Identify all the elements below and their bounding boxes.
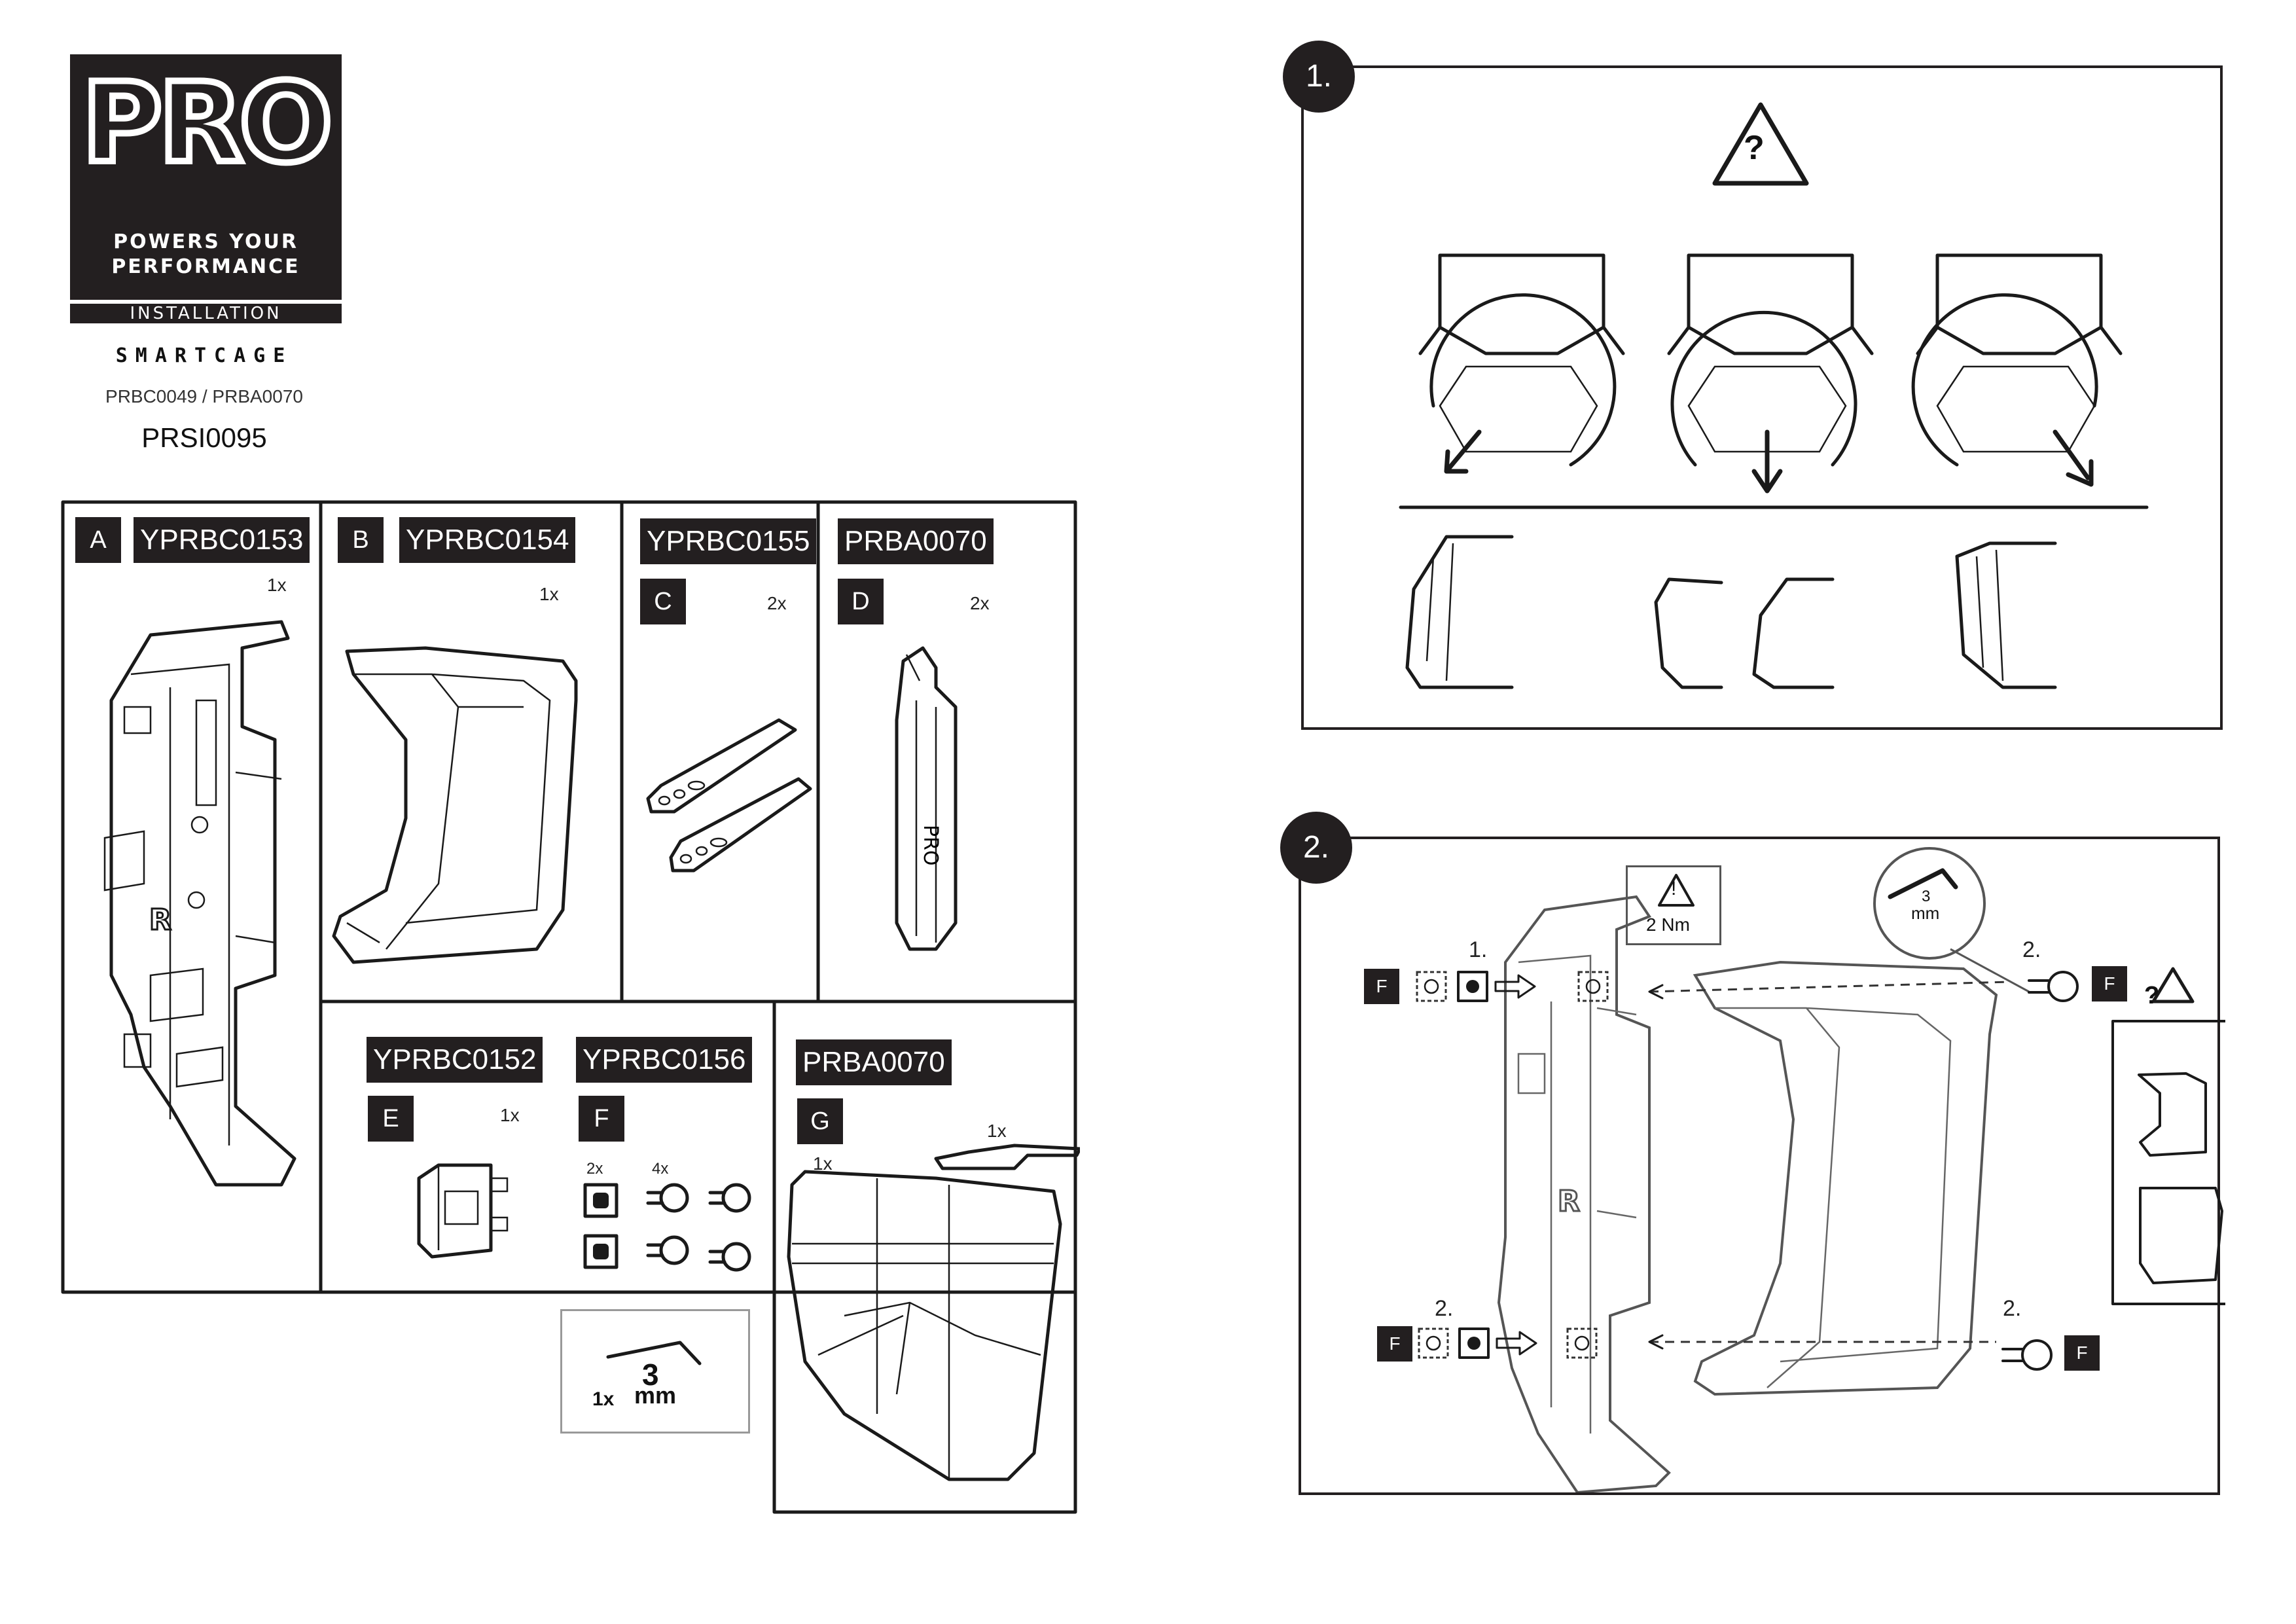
part-d-letter: D bbox=[838, 579, 884, 624]
section-label: INSTALLATION bbox=[70, 304, 342, 323]
brand-logo: PRO POWERS YOUR PERFORMANCE bbox=[70, 54, 342, 300]
document-code: PRSI0095 bbox=[141, 422, 267, 453]
svg-text:R: R bbox=[149, 903, 171, 937]
logo-tagline-2: PERFORMANCE bbox=[111, 255, 300, 278]
tool-size: 3 bbox=[642, 1358, 659, 1392]
part-c-qty: 2x bbox=[767, 593, 787, 613]
part-e-code: YPRBC0152 bbox=[367, 1037, 543, 1083]
step-2-warning-mark: ! bbox=[1671, 878, 1677, 899]
part-f-tag-2: F bbox=[2092, 966, 2127, 1001]
part-e-letter: E bbox=[368, 1096, 414, 1142]
step-2-tool-unit: mm bbox=[1911, 903, 1940, 923]
sub-step-2-right-label: 2. bbox=[2003, 1296, 2022, 1321]
part-b-code: YPRBC0154 bbox=[399, 517, 576, 563]
storage-case-drawing bbox=[787, 1144, 1080, 1481]
hardware-drawing bbox=[583, 1183, 751, 1272]
part-g-code: PRBA0070 bbox=[796, 1039, 952, 1085]
warning-small-icon bbox=[1658, 874, 1695, 907]
inset-warning-mark: ? bbox=[2144, 982, 2160, 1009]
part-c-code: YPRBC0155 bbox=[640, 518, 817, 564]
tire-levers-drawing: PRO bbox=[895, 646, 958, 951]
part-a-code: YPRBC0153 bbox=[134, 517, 310, 563]
part-f-tag-3: F bbox=[1377, 1326, 1412, 1362]
product-name: SMARTCAGE bbox=[115, 344, 293, 367]
sub-step-2-left-label: 2. bbox=[1435, 1296, 1454, 1321]
svg-text:PRO: PRO bbox=[919, 825, 942, 866]
part-b-letter: B bbox=[338, 517, 384, 563]
mount-block-drawing bbox=[417, 1163, 509, 1259]
svg-text:R: R bbox=[1558, 1185, 1580, 1218]
cage-wing-drawing bbox=[332, 646, 578, 964]
part-e-qty: 1x bbox=[500, 1105, 520, 1125]
part-f-nut-qty: 2x bbox=[586, 1160, 603, 1178]
tool-box: 3 mm 1x bbox=[560, 1309, 750, 1434]
part-b-qty: 1x bbox=[539, 584, 559, 604]
logo-tagline-1: POWERS YOUR bbox=[113, 230, 298, 253]
cage-frame-drawing: R bbox=[103, 620, 296, 1187]
step-1-warning-mark: ? bbox=[1744, 129, 1765, 167]
sub-step-1-label: 1. bbox=[1469, 937, 1488, 962]
part-f-tag-4: F bbox=[2064, 1335, 2100, 1371]
part-f-code: YPRBC0156 bbox=[576, 1037, 753, 1083]
part-a-qty: 1x bbox=[267, 575, 287, 595]
tool-qty: 1x bbox=[592, 1388, 615, 1410]
straps-drawing bbox=[646, 718, 812, 873]
part-g-qty-case: 1x bbox=[813, 1153, 833, 1174]
logo-text: PRO bbox=[79, 59, 336, 187]
part-f-tag-1: F bbox=[1364, 969, 1399, 1004]
sub-step-2-top-label: 2. bbox=[2022, 937, 2041, 962]
part-g-qty-clip: 1x bbox=[987, 1121, 1007, 1141]
part-f-letter: F bbox=[579, 1096, 624, 1142]
tool-unit: mm bbox=[634, 1382, 677, 1409]
torque-callout: ! 2 Nm bbox=[1626, 865, 1721, 945]
part-f-bolt-qty: 4x bbox=[652, 1160, 669, 1178]
step-1-panel bbox=[1301, 65, 2223, 730]
hex-key-icon bbox=[606, 1341, 702, 1365]
step-2-panel bbox=[1299, 837, 2220, 1495]
step-1-diagrams bbox=[1399, 253, 2149, 689]
step-1-number: 1. bbox=[1283, 41, 1355, 113]
step-2-number: 2. bbox=[1280, 812, 1352, 884]
part-a-letter: A bbox=[75, 517, 121, 563]
part-d-code: PRBA0070 bbox=[838, 518, 994, 564]
product-codes: PRBC0049 / PRBA0070 bbox=[105, 386, 303, 406]
part-g-letter: G bbox=[797, 1098, 843, 1144]
part-c-letter: C bbox=[640, 579, 686, 624]
step-2-assembly-drawing: R bbox=[1416, 895, 2225, 1492]
warning-icon bbox=[1712, 102, 1809, 186]
step-2-tool-size: 3 bbox=[1922, 888, 1931, 905]
hex-key-circle-icon bbox=[1873, 847, 1986, 960]
part-d-qty: 2x bbox=[970, 593, 990, 613]
torque-value: 2 Nm bbox=[1646, 914, 1690, 935]
